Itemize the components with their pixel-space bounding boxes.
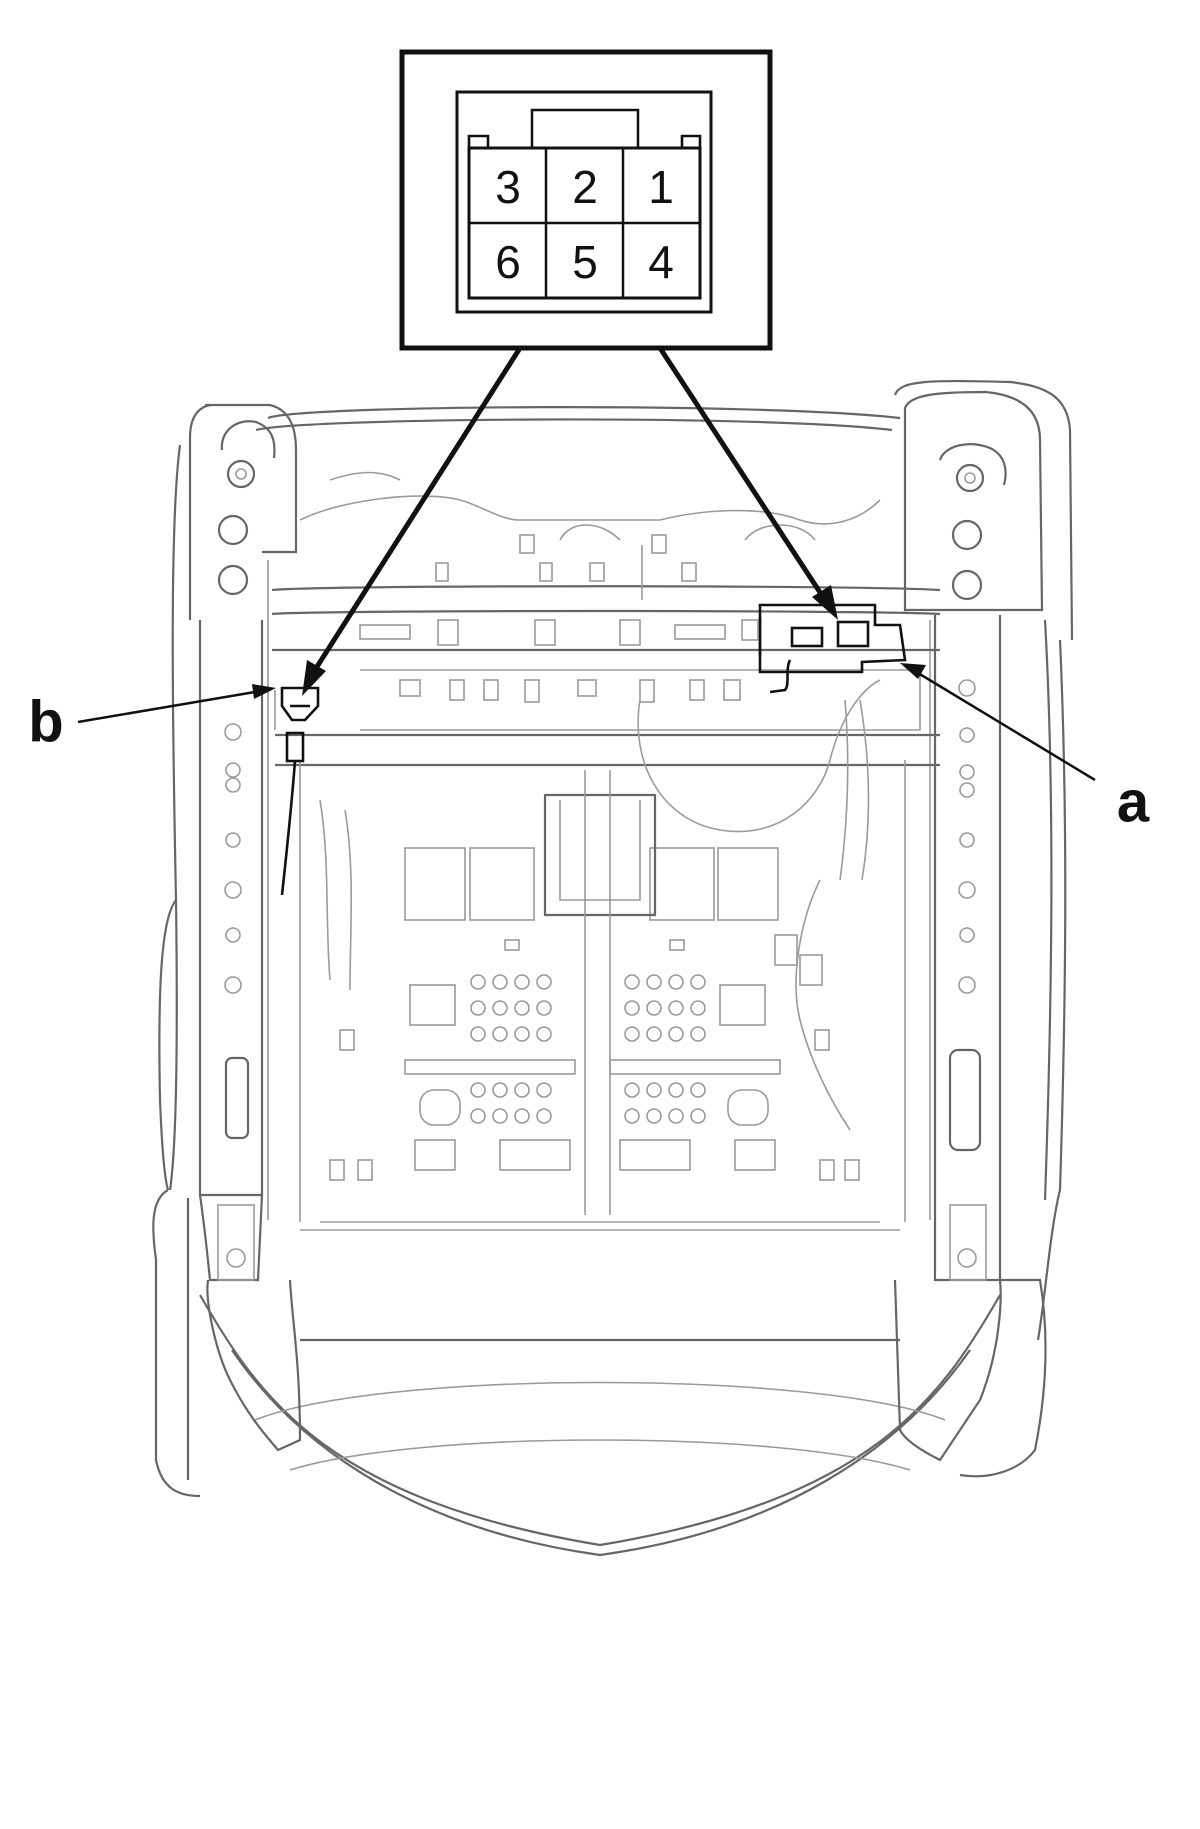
- callout-a-label: a: [1117, 770, 1150, 835]
- seat-outline: [152, 379, 1074, 1557]
- connector-a-harness: [741, 603, 907, 694]
- pin-5-label: 5: [572, 236, 598, 288]
- pin-2-label: 2: [572, 161, 598, 213]
- connector-housing: [455, 90, 713, 314]
- seat-pan-holes-right: [624, 974, 706, 1124]
- inset-leader-lines: [302, 346, 838, 696]
- callout-b-label: b: [28, 690, 63, 755]
- pin-3-label: 3: [495, 161, 521, 213]
- callout-b: b: [28, 684, 276, 755]
- connector-inset: 3 2 1 6 5 4: [399, 49, 773, 351]
- pin-6-label: 6: [495, 236, 521, 288]
- connector-b-harness: [274, 686, 320, 896]
- pin-4-label: 4: [648, 236, 674, 288]
- pin-1-label: 1: [648, 161, 674, 213]
- callout-a: a: [900, 663, 1150, 835]
- connector-lock-tab: [530, 108, 640, 148]
- seat-pan-holes-left: [470, 974, 552, 1124]
